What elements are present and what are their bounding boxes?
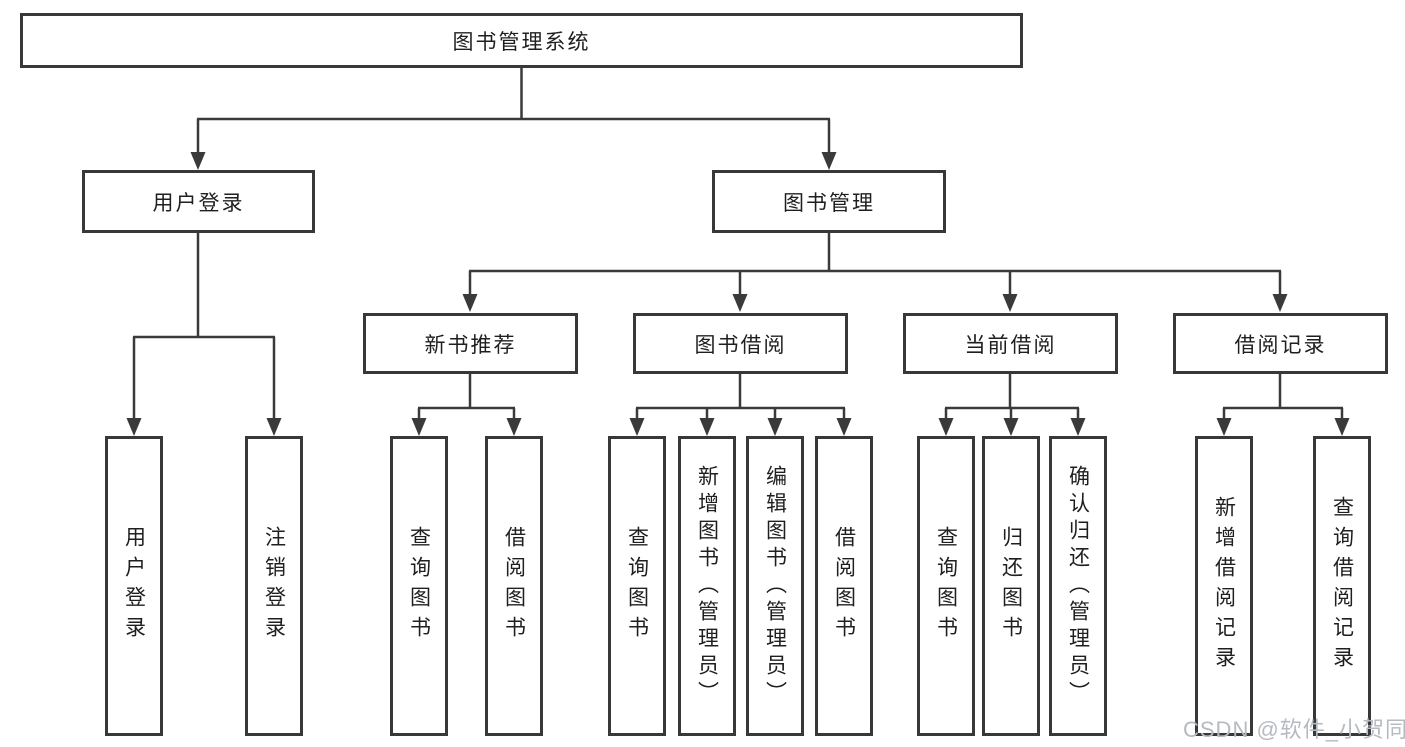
leaf-user-login: 用户登录 [105,436,163,736]
node-current-borrow-label: 当前借阅 [964,333,1057,357]
leaf-user-login-label: 用户登录 [122,526,146,646]
leaf-add-book-admin: 新增图书（管理员） [678,436,736,736]
edge-new-book-rec-to-leaves [411,374,522,436]
leaf-confirm-return-admin-label: 确认归还（管理员） [1066,464,1090,708]
node-new-book-recommend: 新书推荐 [363,313,578,374]
node-user-login: 用户登录 [82,170,315,233]
leaf-query-book-2-label: 查询图书 [625,526,649,646]
leaf-add-borrow-record: 新增借阅记录 [1195,436,1253,736]
leaf-add-book-admin-label: 新增图书（管理员） [695,464,719,708]
edge-borrow-record-to-leaves [1216,374,1350,436]
edge-user-login-to-leaves [126,233,282,436]
leaf-query-book-3: 查询图书 [917,436,975,736]
leaf-borrow-book-2: 借阅图书 [815,436,873,736]
leaf-borrow-book-1: 借阅图书 [485,436,543,736]
leaf-logout: 注销登录 [245,436,303,736]
edge-root-to-level2 [190,68,837,170]
edge-current-borrow-to-leaves [938,374,1086,436]
node-user-login-label: 用户登录 [152,191,245,215]
leaf-borrow-book-2-label: 借阅图书 [832,526,856,646]
leaf-borrow-book-1-label: 借阅图书 [502,526,526,646]
leaf-confirm-return-admin: 确认归还（管理员） [1049,436,1107,736]
node-book-management-label: 图书管理 [783,191,875,215]
node-book-borrow-label: 图书借阅 [694,333,787,357]
node-root: 图书管理系统 [20,13,1023,68]
edge-book-borrow-to-leaves [629,374,852,436]
node-root-label: 图书管理系统 [452,30,591,54]
node-borrow-record: 借阅记录 [1173,313,1388,374]
leaf-return-book-label: 归还图书 [999,526,1023,646]
leaf-add-borrow-record-label: 新增借阅记录 [1212,496,1236,676]
leaf-edit-book-admin: 编辑图书（管理员） [746,436,804,736]
node-new-book-recommend-label: 新书推荐 [424,333,517,357]
node-borrow-record-label: 借阅记录 [1234,333,1327,357]
leaf-query-book-1-label: 查询图书 [407,526,431,646]
leaf-query-book-1: 查询图书 [390,436,448,736]
node-book-borrow: 图书借阅 [633,313,848,374]
edge-book-mgmt-to-sections [462,233,1288,312]
leaf-query-borrow-record: 查询借阅记录 [1313,436,1371,736]
leaf-query-book-3-label: 查询图书 [934,526,958,646]
csdn-watermark: CSDN @软件_小贺同学 [1183,717,1405,742]
leaf-return-book: 归还图书 [982,436,1040,736]
node-book-management: 图书管理 [712,170,946,233]
leaf-logout-label: 注销登录 [262,526,286,646]
node-current-borrow: 当前借阅 [903,313,1118,374]
leaf-edit-book-admin-label: 编辑图书（管理员） [763,464,787,708]
leaf-query-borrow-record-label: 查询借阅记录 [1330,496,1354,676]
leaf-query-book-2: 查询图书 [608,436,666,736]
